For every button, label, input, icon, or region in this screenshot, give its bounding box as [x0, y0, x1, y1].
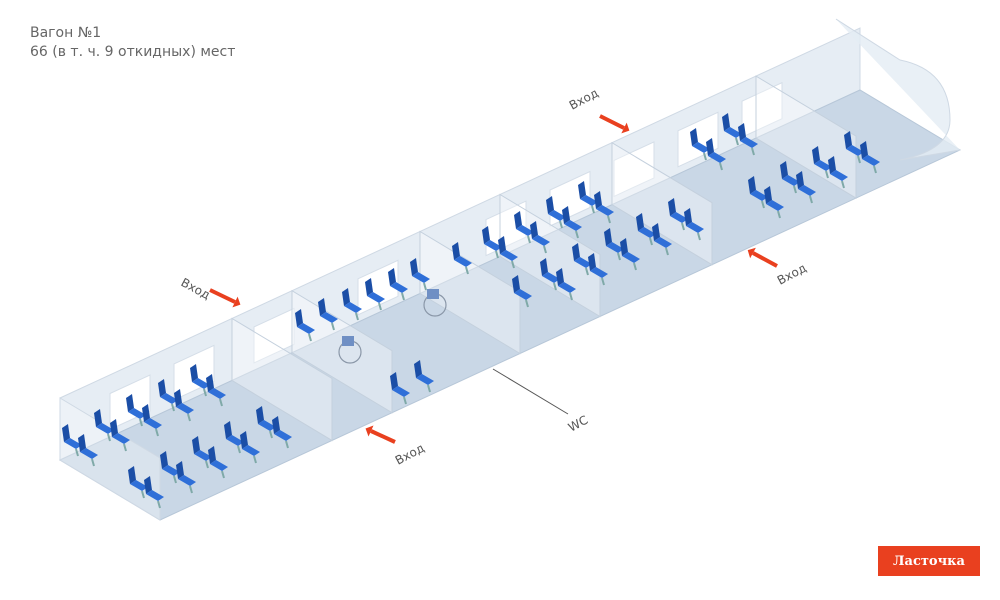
seat	[144, 476, 164, 509]
seat	[174, 389, 194, 422]
seat	[514, 211, 534, 244]
wheelchair-icon	[423, 289, 447, 317]
seat	[604, 228, 624, 261]
seat	[860, 141, 880, 174]
seat	[318, 298, 338, 331]
seat	[764, 186, 784, 219]
seat	[452, 242, 472, 275]
seat	[256, 406, 276, 439]
seat	[192, 436, 212, 469]
seat	[748, 176, 768, 209]
seat	[588, 253, 608, 286]
seat	[190, 364, 210, 397]
seat	[410, 258, 430, 291]
entrance-label-4: Вход	[775, 261, 809, 288]
seat	[540, 258, 560, 291]
seat	[62, 424, 82, 457]
partition	[291, 289, 393, 414]
seat	[668, 198, 688, 231]
seat	[295, 309, 315, 342]
end-wall	[59, 397, 161, 521]
seat	[482, 226, 502, 259]
partition	[231, 317, 333, 442]
seat	[578, 181, 598, 214]
window	[613, 141, 655, 198]
seat	[126, 394, 146, 427]
entrance-arrow-icon	[365, 425, 396, 444]
seat	[652, 223, 672, 256]
seats	[62, 113, 880, 509]
seat	[690, 128, 710, 161]
seat	[530, 221, 550, 254]
seat	[272, 416, 292, 449]
seat	[562, 206, 582, 239]
car-info: Вагон №1 66 (в т. ч. 9 откидных) мест	[30, 24, 235, 62]
seat	[594, 191, 614, 224]
seat	[722, 113, 742, 146]
entrance-arrow-icon	[747, 247, 778, 268]
seat	[706, 138, 726, 171]
wc-label: WC	[566, 413, 590, 435]
seat	[390, 372, 410, 405]
entrance-label-2: Вход	[567, 86, 601, 113]
wc-leader-line	[492, 368, 569, 415]
seat	[572, 243, 592, 276]
seat	[636, 213, 656, 246]
seat	[224, 421, 244, 454]
seat	[160, 451, 180, 484]
seat	[78, 434, 98, 467]
seat	[158, 379, 178, 412]
seat	[684, 208, 704, 241]
seat	[512, 275, 532, 308]
seat	[620, 238, 640, 271]
car-title: Вагон №1	[30, 25, 102, 41]
seat	[365, 278, 385, 311]
partition	[499, 193, 601, 318]
wheelchair-icon	[338, 336, 362, 364]
seat	[142, 404, 162, 437]
window	[741, 81, 783, 138]
seat	[828, 156, 848, 189]
seat	[110, 419, 130, 452]
seat	[556, 268, 576, 301]
window	[357, 259, 399, 316]
car-nose	[835, 18, 961, 161]
entrance-label-3: Вход	[393, 441, 427, 468]
seat	[414, 360, 434, 393]
seat	[342, 288, 362, 321]
seat	[94, 409, 114, 442]
seat	[738, 123, 758, 156]
seat	[546, 196, 566, 229]
entrance-arrow-icon	[599, 114, 630, 134]
seat	[176, 461, 196, 494]
entrance-arrow-icon	[209, 288, 241, 308]
seat	[844, 131, 864, 164]
entrance-label-1: Вход	[179, 275, 213, 302]
seat	[208, 446, 228, 479]
seat	[206, 374, 226, 407]
seat	[128, 466, 148, 499]
partition	[611, 141, 713, 266]
window	[253, 307, 295, 364]
seat	[780, 161, 800, 194]
seat	[240, 431, 260, 464]
seat-count: 66 (в т. ч. 9 откидных) мест	[30, 44, 236, 60]
seat	[388, 268, 408, 301]
lastochka-logo: Ласточка	[878, 546, 980, 576]
seat	[796, 171, 816, 204]
seat	[498, 236, 518, 269]
seat	[812, 146, 832, 179]
